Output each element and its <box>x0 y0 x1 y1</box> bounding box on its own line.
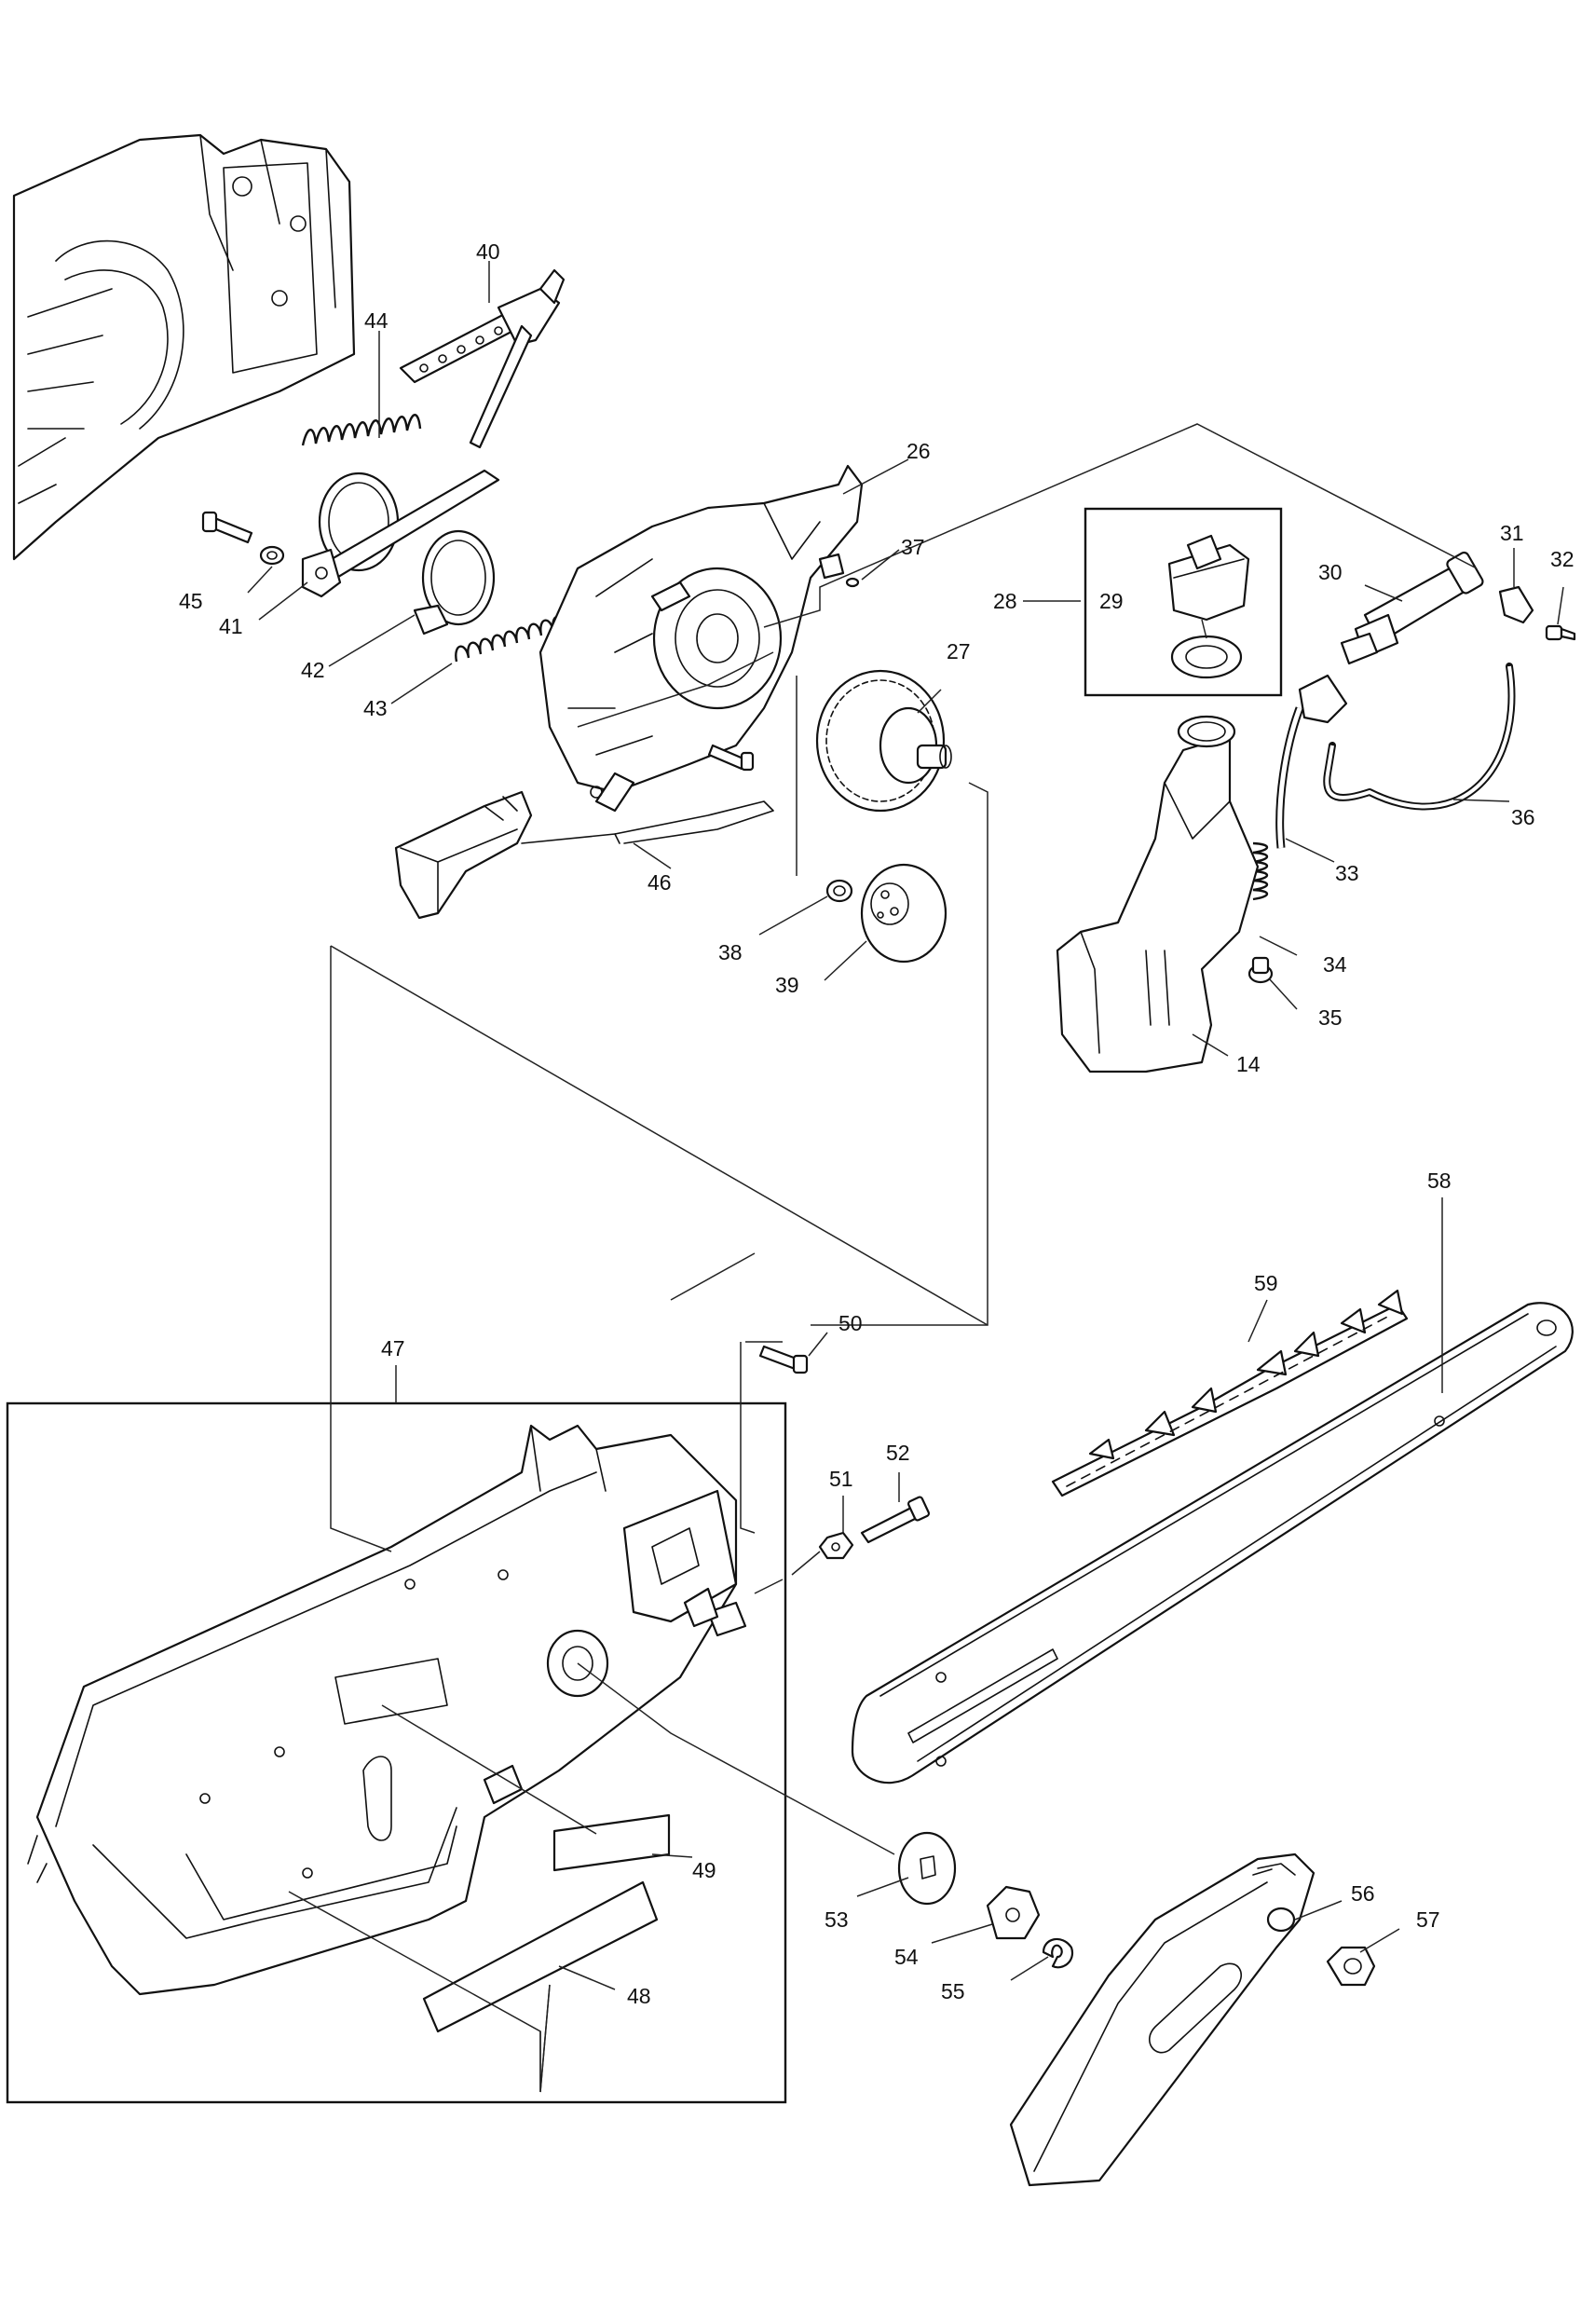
callout-43: 43 <box>363 696 388 720</box>
oil-pump-inset-28 <box>1084 507 1283 697</box>
callout-57: 57 <box>1416 1907 1440 1932</box>
clip-55 <box>1042 1937 1074 1969</box>
callout-35: 35 <box>1318 1005 1343 1030</box>
callout-47: 47 <box>381 1336 405 1360</box>
callout-39: 39 <box>775 973 799 997</box>
gear-housing-26 <box>538 464 864 813</box>
washer-54 <box>986 1885 1041 1940</box>
stud-52 <box>860 1496 931 1544</box>
plate-53 <box>897 1831 957 1906</box>
sprocket-27 <box>815 669 952 813</box>
callout-31: 31 <box>1500 521 1524 545</box>
label-49 <box>552 1813 671 1872</box>
callout-49: 49 <box>692 1858 716 1882</box>
nut-57 <box>1326 1946 1376 1987</box>
callout-38: 38 <box>718 940 743 964</box>
band-42 <box>413 529 496 636</box>
filter-35 <box>1247 956 1274 984</box>
callout-48: 48 <box>627 1984 651 2008</box>
trigger-46 <box>394 790 774 920</box>
callout-46: 46 <box>648 870 672 895</box>
motor-housing <box>12 133 356 561</box>
oil-tank-14 <box>1056 715 1260 1073</box>
hose-36 <box>1323 663 1516 811</box>
callout-numbers: 40 44 26 37 45 41 42 43 28 29 30 31 32 2… <box>179 239 1575 2008</box>
callout-58: 58 <box>1427 1169 1452 1193</box>
callout-34: 34 <box>1323 952 1347 977</box>
callout-55: 55 <box>941 1979 965 2003</box>
screw-32 <box>1545 624 1576 641</box>
callout-53: 53 <box>825 1907 849 1932</box>
callout-51: 51 <box>829 1467 853 1491</box>
screw-45 <box>201 511 285 566</box>
callout-54: 54 <box>894 1945 919 1969</box>
callout-41: 41 <box>219 614 243 638</box>
brake-band-41 <box>301 469 500 598</box>
gear-39 <box>860 863 947 964</box>
callout-32: 32 <box>1550 547 1575 571</box>
nut-51 <box>818 1531 854 1560</box>
saw-chain-59 <box>1051 1289 1409 1497</box>
callout-56: 56 <box>1351 1881 1375 1906</box>
callout-26: 26 <box>907 439 931 463</box>
callout-33: 33 <box>1335 861 1359 885</box>
callout-27: 27 <box>947 639 971 663</box>
callout-42: 42 <box>301 658 325 682</box>
lever-40 <box>399 268 566 449</box>
washer-38 <box>825 879 853 903</box>
callout-40: 40 <box>476 239 500 264</box>
callout-36: 36 <box>1511 805 1535 829</box>
guide-bar-58 <box>851 1302 1574 1784</box>
callout-29: 29 <box>1099 589 1124 613</box>
crankcase-47 <box>27 1424 747 1996</box>
sprocket-cover-56 <box>1009 1852 1316 2187</box>
housing-screw <box>707 744 755 772</box>
callout-52: 52 <box>886 1441 910 1465</box>
callout-44: 44 <box>364 308 389 333</box>
callout-59: 59 <box>1254 1271 1278 1295</box>
callout-50: 50 <box>838 1311 863 1335</box>
spring-44 <box>301 414 422 446</box>
oring-37 <box>845 577 860 588</box>
callout-14: 14 <box>1236 1052 1261 1076</box>
oil-line-33 <box>1275 674 1348 849</box>
clip-31 <box>1498 585 1534 624</box>
callout-28: 28 <box>993 589 1017 613</box>
pump-shaft-30 <box>1340 551 1484 665</box>
callout-30: 30 <box>1318 560 1343 584</box>
label-48 <box>422 1880 659 2033</box>
screw-50 <box>758 1345 809 1374</box>
callout-45: 45 <box>179 589 203 613</box>
callout-37: 37 <box>901 535 925 559</box>
leader-lines <box>247 261 1564 2093</box>
